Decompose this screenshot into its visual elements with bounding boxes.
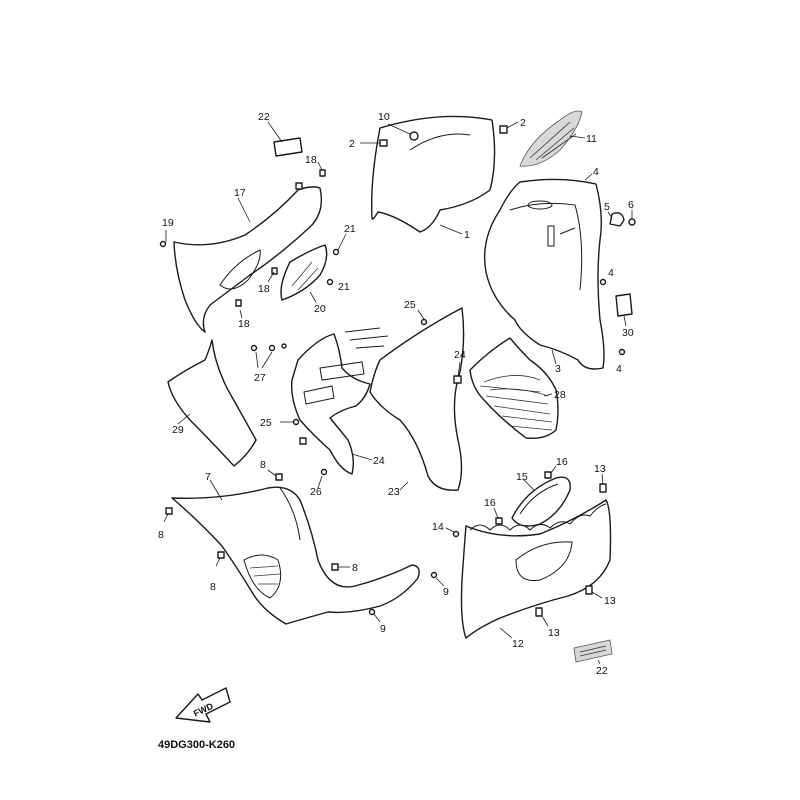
part-3-inner-panel[interactable]: 3 [483,178,605,375]
part-21-screw-lower[interactable] [326,278,334,286]
callout-24-lower: 24 [373,455,385,467]
callout-18-lower: 18 [238,318,250,330]
part-22-decal-bottom[interactable]: 22 [573,639,613,677]
part-29-side-panel[interactable]: 29 [167,339,257,467]
callout-25-left: 25 [260,417,272,429]
callout-9-right: 9 [443,586,449,598]
part-16-clip-lower[interactable] [495,517,503,525]
callout-18-middle: 18 [258,283,270,295]
callout-23: 23 [388,486,400,498]
part-16-clip-upper[interactable] [544,471,552,479]
callout-17: 17 [234,187,246,199]
part-14-screw[interactable] [452,530,460,538]
callout-2-left: 2 [349,138,355,150]
part-13-clip-top[interactable] [599,483,607,493]
part-20-small-panel[interactable]: 20 [280,244,328,315]
part-2-clip-right[interactable] [499,125,508,134]
callout-11: 11 [586,133,597,145]
callout-8-top: 8 [260,459,266,471]
callout-8-right: 8 [352,562,358,574]
part-6-screw[interactable] [628,218,636,226]
callout-25-upper: 25 [404,299,416,311]
callout-13-right: 13 [604,595,616,607]
part-18-clip-middle[interactable] [271,267,278,275]
callout-18-top: 18 [305,154,317,166]
callout-19: 19 [162,217,174,229]
callout-10: 10 [378,111,390,123]
part-9-screw-lower[interactable] [368,608,376,616]
part-center-stay[interactable]: 25 24 [260,327,389,475]
callout-7: 7 [205,471,211,483]
callout-5: 5 [604,201,610,213]
callout-13-top: 13 [594,463,606,475]
part-8-clip-right[interactable] [331,563,339,571]
part-11-emblem[interactable]: 11 [519,110,597,167]
part-26-screw[interactable] [320,468,328,476]
callout-3: 3 [555,363,561,375]
part-19-screw[interactable] [159,240,167,248]
callout-16-upper: 16 [556,456,568,468]
callout-21-lower: 21 [338,281,350,293]
part-18-clip-top[interactable] [319,169,326,177]
callout-2-right: 2 [520,117,526,129]
fwd-arrow-icon: FWD [175,687,231,723]
callout-15: 15 [516,471,528,483]
part-30-label[interactable]: 30 [615,293,634,339]
part-22-decal-top[interactable]: 22 [258,111,303,157]
part-13-clip-bottom[interactable] [535,607,543,617]
part-5-bracket[interactable] [609,212,625,227]
part-8-clip-left[interactable] [165,507,173,515]
part-12-lower-cowl-right[interactable]: 12 [460,499,612,650]
callout-22: 22 [258,111,270,123]
part-8-clip-top[interactable] [275,473,283,481]
callout-4-top: 4 [593,166,599,178]
callout-16-lower: 16 [484,497,496,509]
callout-27: 27 [254,372,266,384]
callout-12: 12 [512,638,524,650]
callout-8-left: 8 [158,529,164,541]
callout-1: 1 [464,229,470,241]
callout-26: 26 [310,486,322,498]
callout-22-bottom: 22 [596,665,608,677]
callout-20: 20 [314,303,326,315]
part-25-screw-upper[interactable] [420,318,428,326]
part-2-clip-left[interactable] [379,139,388,147]
part-4-screw-middle[interactable] [599,278,607,286]
callout-13-bottom: 13 [548,627,560,639]
diagram-code: 49DG300-K260 [158,739,235,751]
callout-21-upper: 21 [344,223,356,235]
part-28-decal[interactable]: 28 [469,337,566,440]
part-9-screw-right[interactable] [430,571,438,579]
callout-4-middle: 4 [608,267,614,279]
part-13-clip-right[interactable] [585,585,593,595]
part-27-screws[interactable]: 27 [250,343,287,384]
part-18-clip-lower[interactable] [235,299,242,307]
part-23-side-cover[interactable]: 23 [369,307,465,498]
part-8-clip-lower[interactable] [217,551,225,559]
callout-28: 28 [554,389,566,401]
callout-4-lower: 4 [616,363,622,375]
callout-8-lower: 8 [210,581,216,593]
part-24-clip-upper[interactable] [453,375,462,384]
callout-6: 6 [628,199,634,211]
part-17-side-cowl-upper[interactable]: 17 [173,182,323,333]
part-15-lens[interactable]: 15 [511,471,571,527]
callout-14: 14 [432,521,444,533]
callout-24-upper: 24 [454,349,466,361]
callout-29: 29 [172,424,184,436]
part-7-lower-cowl-left[interactable]: 7 [171,471,420,625]
callout-9-lower: 9 [380,623,386,635]
part-21-screw-upper[interactable] [332,248,340,256]
part-1-upper-cowl[interactable]: 1 [370,115,496,241]
part-4-screw-lower[interactable] [618,348,626,356]
callout-30: 30 [622,327,634,339]
